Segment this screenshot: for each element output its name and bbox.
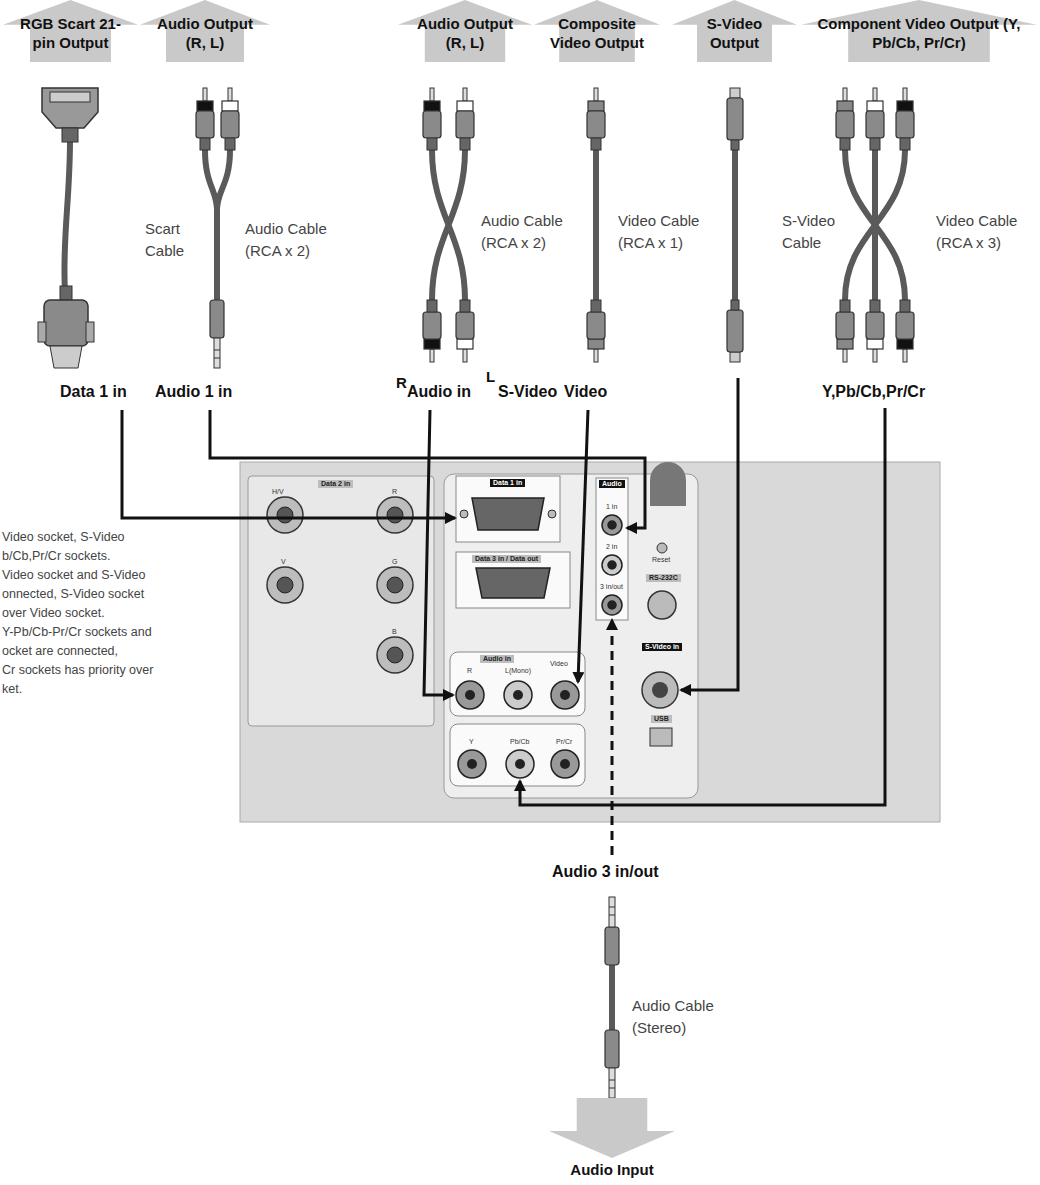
panel-label: S-Video in — [642, 643, 682, 651]
arrow-label: Component Video Output (Y, Pb/Cb, Pr/Cr) — [805, 15, 1033, 53]
note-text: Y-Pb/Cb-Pr/Cr sockets and — [2, 625, 152, 640]
panel-label: Y — [469, 738, 474, 746]
cable-name: Audio Cable (RCA x 2) — [481, 210, 573, 254]
panel-label: Pb/Cb — [510, 738, 529, 746]
panel-label: Audio — [599, 480, 625, 488]
signal-arrow: Component Video Output (Y, Pb/Cb, Pr/Cr) — [801, 0, 1037, 62]
connector-name: Y,Pb/Cb,Pr/Cr — [822, 382, 925, 401]
arrow-label: RGB Scart 21-pin Output — [11, 15, 131, 53]
connector-name: S-Video — [498, 382, 557, 401]
arrow-shape — [549, 1098, 675, 1158]
cable-name: Audio Cable (Stereo) — [632, 995, 714, 1039]
panel-label: Reset — [652, 556, 670, 564]
signal-arrow: Audio Output (R, L) — [140, 0, 270, 62]
panel-label: 1 in — [606, 503, 617, 511]
arrow-label: Audio Output (R, L) — [149, 15, 261, 53]
connector-name: Audio 3 in/out — [552, 862, 659, 881]
panel-label: USB — [651, 715, 672, 723]
panel-label: V — [281, 558, 286, 566]
note-text: b/Cb,Pr/Cr sockets. — [2, 549, 110, 564]
note-text: ket. — [2, 682, 22, 697]
connector-name: Audio 1 in — [155, 382, 232, 401]
signal-arrow: RGB Scart 21-pin Output — [3, 0, 138, 62]
panel-label: R — [467, 667, 472, 675]
channel-letter: R — [396, 374, 407, 392]
connector-name: Video — [564, 382, 607, 401]
panel-label: L(Mono) — [505, 667, 531, 675]
note-text: onnected, S-Video socket — [2, 587, 144, 602]
panel-label: Pr/Cr — [556, 738, 572, 746]
arrow-label: Composite Video Output — [543, 15, 651, 53]
panel-label: G — [392, 558, 397, 566]
cable-name: Scart Cable — [145, 218, 197, 262]
cable-name: Video Cable (RCA x 1) — [618, 210, 714, 254]
note-text: over Video socket. — [2, 606, 105, 621]
panel-label: H/V — [272, 488, 284, 496]
note-text: ocket are connected, — [2, 644, 118, 659]
note-text: Video socket and S-Video — [2, 568, 145, 583]
connector-name: Audio in — [407, 382, 471, 401]
panel-label: Data 2 in — [318, 480, 353, 488]
cable-name: Video Cable (RCA x 3) — [936, 210, 1032, 254]
note-text: Video socket, S-Video — [2, 530, 125, 545]
panel-label: Video — [550, 660, 568, 668]
panel-label: 2 in — [606, 543, 617, 551]
channel-letter: L — [486, 368, 495, 386]
panel-label: Data 3 in / Data out — [472, 555, 541, 563]
panel-label: Data 1 in — [490, 479, 525, 487]
signal-arrow: Audio Output (R, L) — [398, 0, 532, 62]
cable-name: Audio Cable (RCA x 2) — [245, 218, 337, 262]
note-text: Cr sockets has priority over — [2, 663, 153, 678]
arrow-label: Audio Output (R, L) — [409, 15, 521, 53]
panel-label: Audio in — [480, 655, 514, 663]
panel-label: B — [392, 628, 397, 636]
panel-label: 3 in/out — [600, 583, 623, 591]
signal-arrow: Audio Input — [549, 1098, 675, 1184]
connector-name: Data 1 in — [60, 382, 127, 401]
arrow-label: Audio Input — [553, 1161, 671, 1180]
cable-name: S-Video Cable — [782, 210, 844, 254]
arrow-label: S-Video Output — [689, 15, 781, 53]
signal-arrow: S-Video Output — [672, 0, 797, 62]
panel-label: RS-232C — [646, 574, 681, 582]
panel-label: R — [392, 488, 397, 496]
signal-arrow: Composite Video Output — [534, 0, 660, 62]
